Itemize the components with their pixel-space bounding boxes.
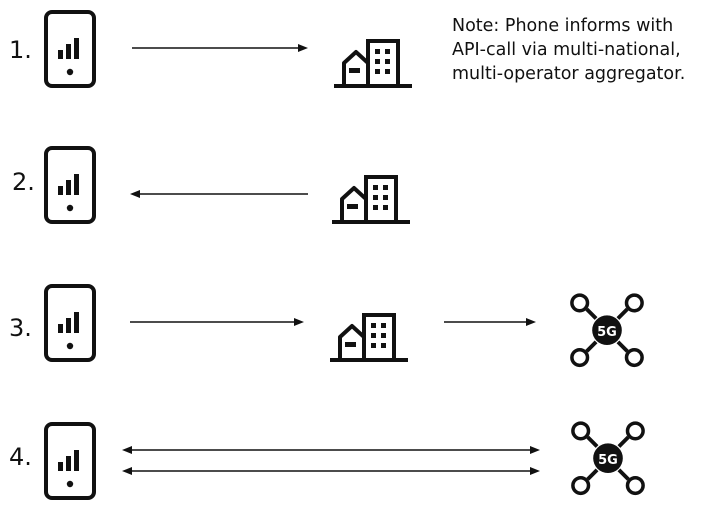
note-text: Note: Phone informs with API-call via mu… (452, 14, 702, 86)
arrow-right-icon (130, 318, 304, 326)
5g-badge-label: 5G (597, 325, 617, 340)
mobile-phone-icon (44, 10, 96, 88)
arrow-left-icon (130, 190, 308, 198)
bidirectional-arrow-icon (122, 446, 540, 454)
office-building-icon (332, 39, 414, 90)
note-line: Note: Phone informs with (452, 16, 674, 36)
office-building-icon (330, 175, 412, 226)
step-1-label: 1. (9, 36, 32, 64)
arrow-right-icon (444, 318, 536, 326)
step-4-label: 4. (9, 443, 32, 471)
step-2-label: 2. (12, 168, 35, 196)
office-building-icon (328, 313, 410, 364)
bidirectional-arrow-icon (122, 467, 540, 475)
step-3-label: 3. (9, 314, 32, 342)
mobile-phone-icon (44, 146, 96, 224)
mobile-phone-icon (44, 422, 96, 500)
arrow-right-icon (132, 44, 308, 52)
mobile-phone-icon (44, 284, 96, 362)
note-line: multi-operator aggregator. (452, 64, 686, 84)
note-line: API-call via multi-national, (452, 40, 681, 60)
5g-badge-label: 5G (598, 453, 618, 468)
